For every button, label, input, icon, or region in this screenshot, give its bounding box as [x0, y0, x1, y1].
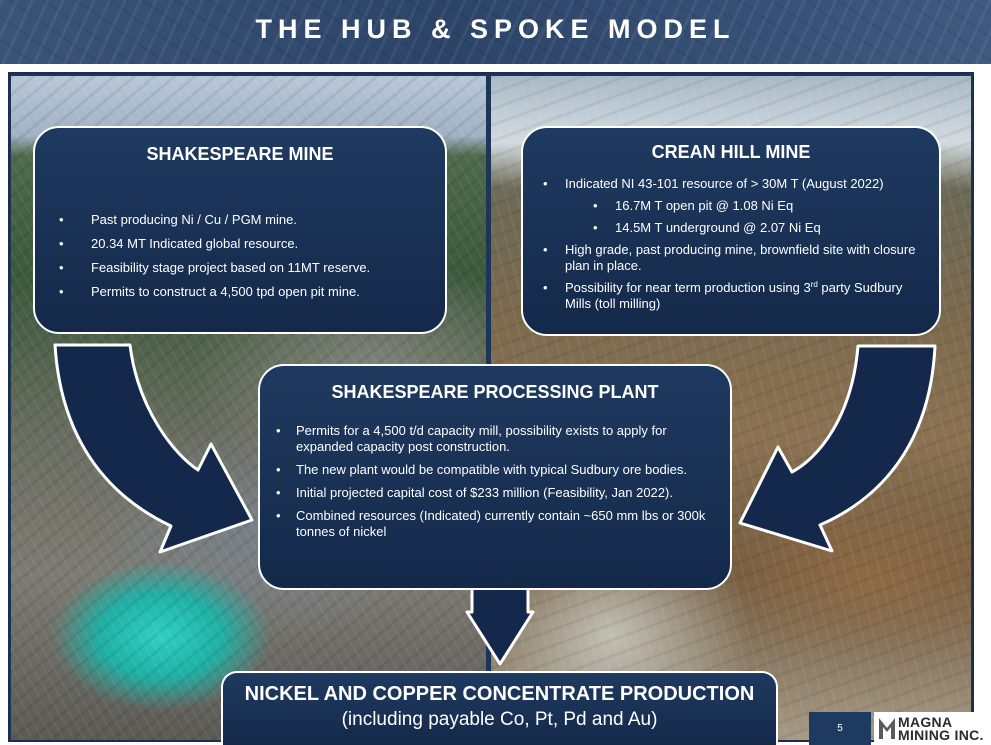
- magna-mining-logo: MAGNA MINING INC.: [874, 712, 991, 745]
- concentrate-production-box: NICKEL AND COPPER CONCENTRATE PRODUCTION…: [221, 671, 778, 745]
- list-item: •Indicated NI 43-101 resource of > 30M T…: [543, 176, 884, 191]
- header-divider: [0, 64, 991, 70]
- left-curved-arrow: [53, 343, 254, 554]
- bullet-icon: •: [593, 198, 598, 213]
- crean-hill-mine-title: CREAN HILL MINE: [651, 142, 811, 162]
- bullet-icon: •: [276, 508, 281, 523]
- bullet-icon: •: [276, 423, 281, 438]
- list-item: •The new plant would be compatible with …: [276, 462, 687, 477]
- list-item: •Past producing Ni / Cu / PGM mine.: [59, 212, 297, 227]
- list-item: •Feasibility stage project based on 11MT…: [59, 260, 371, 275]
- page-number: 5: [809, 712, 871, 745]
- logo-line-1: MAGNA: [898, 714, 953, 730]
- header-banner: THE HUB & SPOKE MODEL: [0, 0, 991, 64]
- list-item: •Initial projected capital cost of $233 …: [276, 485, 673, 500]
- page-title: THE HUB & SPOKE MODEL: [255, 14, 736, 44]
- sub-list-item: •14.5M T underground @ 2.07 Ni Eq: [593, 220, 821, 235]
- bullet-icon: •: [276, 485, 281, 500]
- processing-plant-box: SHAKESPEARE PROCESSING PLANT •Permits fo…: [258, 364, 732, 590]
- concentrate-title: NICKEL AND COPPER CONCENTRATE PRODUCTION: [244, 683, 755, 705]
- processing-plant-bullets: •Permits for a 4,500 t/d capacity mill, …: [276, 423, 714, 540]
- list-item: •Permits to construct a 4,500 tpd open p…: [59, 284, 360, 299]
- list-item: •Combined resources (Indicated) currentl…: [276, 508, 706, 539]
- list-item: •Permits for a 4,500 t/d capacity mill, …: [276, 423, 667, 454]
- sub-list-item: •16.7M T open pit @ 1.08 Ni Eq: [593, 198, 794, 213]
- right-curved-arrow: [738, 344, 937, 553]
- logo-line-2: MINING INC.: [898, 727, 984, 743]
- bullet-icon: •: [593, 220, 598, 235]
- bullet-icon: •: [276, 462, 281, 477]
- shakespeare-mine-box: SHAKESPEARE MINE •Past producing Ni / Cu…: [33, 126, 447, 334]
- bullet-icon: •: [543, 280, 548, 295]
- crean-hill-mine-bullets: •Indicated NI 43-101 resource of > 30M T…: [543, 176, 929, 312]
- processing-plant-title: SHAKESPEARE PROCESSING PLANT: [331, 382, 659, 402]
- shakespeare-mine-title: SHAKESPEARE MINE: [146, 144, 334, 164]
- list-item: •Possibility for near term production us…: [543, 280, 903, 311]
- bullet-icon: •: [59, 284, 64, 299]
- concentrate-subtitle: (including payable Co, Pt, Pd and Au): [341, 709, 658, 730]
- shakespeare-mine-bullets: •Past producing Ni / Cu / PGM mine. •20.…: [59, 212, 445, 300]
- list-item: •High grade, past producing mine, brownf…: [543, 242, 916, 273]
- crean-hill-mine-box: CREAN HILL MINE •Indicated NI 43-101 res…: [521, 126, 941, 336]
- bullet-icon: •: [543, 176, 548, 191]
- bullet-icon: •: [59, 212, 64, 227]
- bullet-icon: •: [59, 236, 64, 251]
- bullet-icon: •: [59, 260, 64, 275]
- magna-logo-icon: [879, 718, 895, 739]
- list-item: •20.34 MT Indicated global resource.: [59, 236, 299, 251]
- bullet-icon: •: [543, 242, 548, 257]
